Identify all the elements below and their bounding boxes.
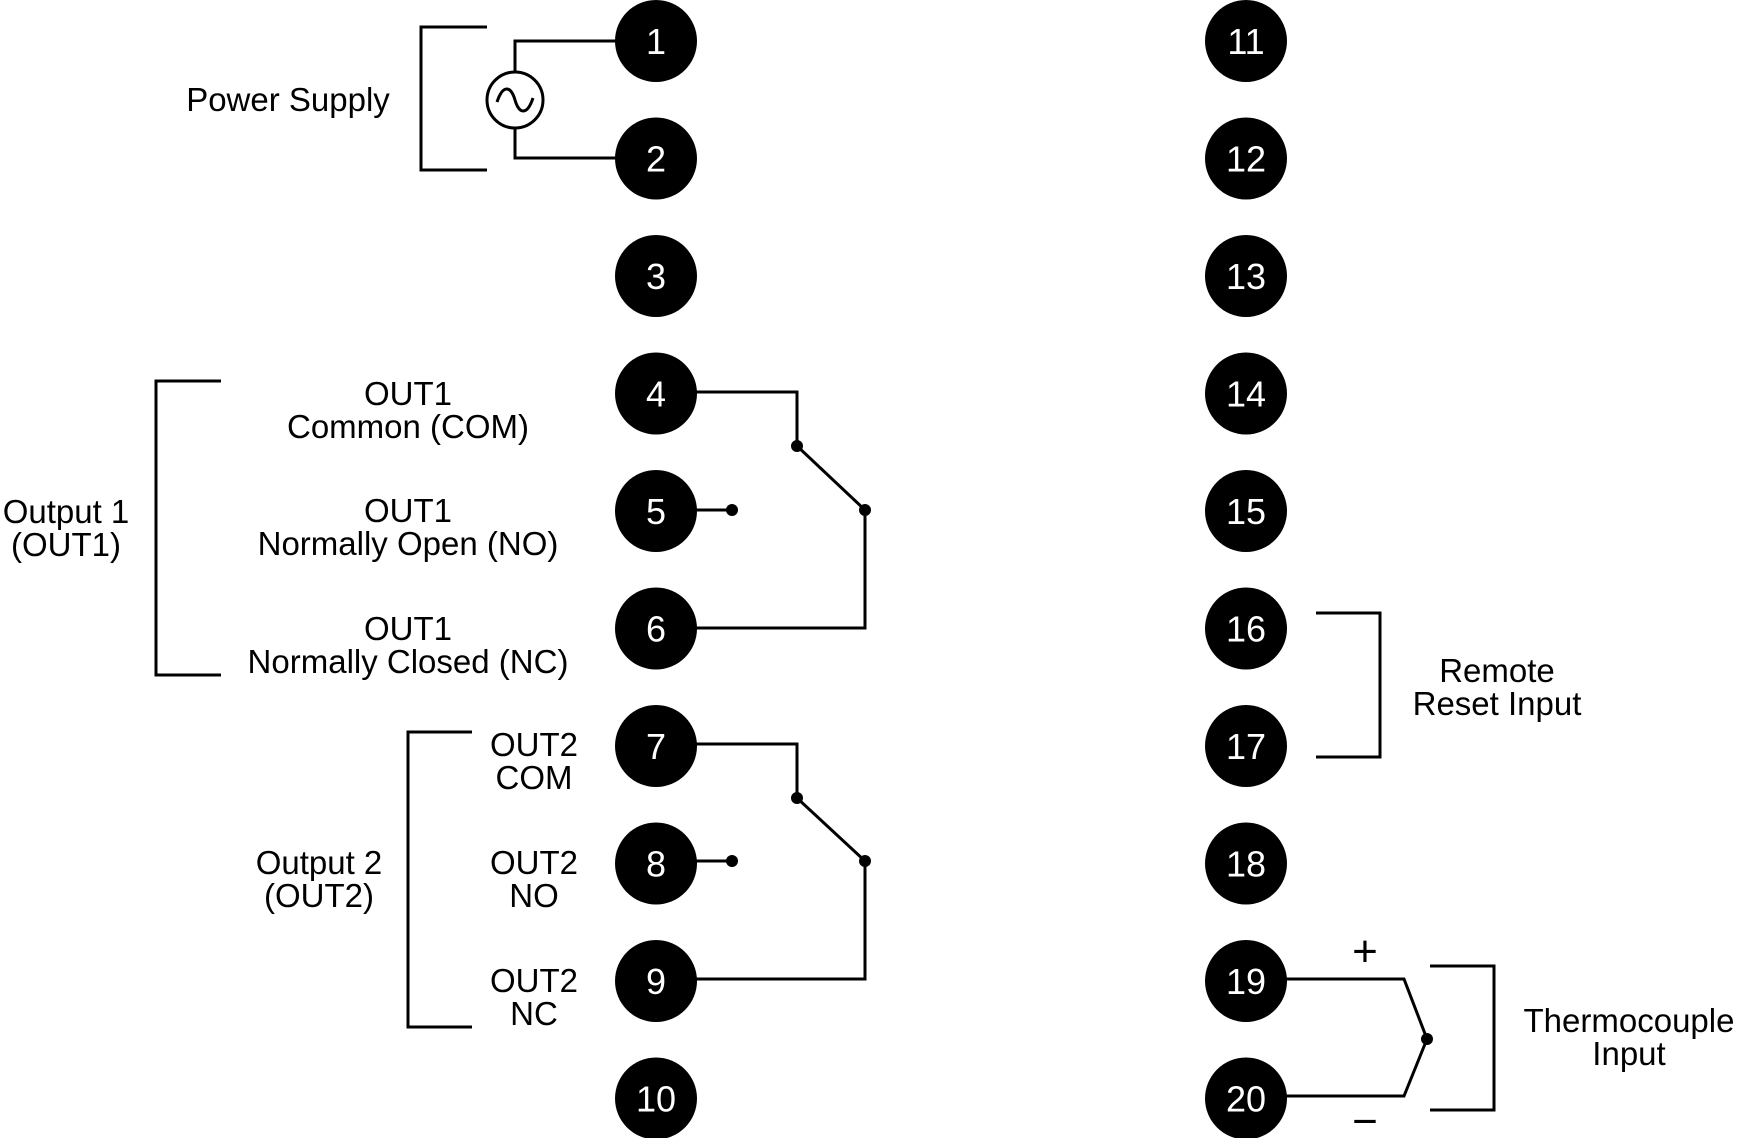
ac-source-icon bbox=[485, 70, 545, 130]
terminal-circle bbox=[1205, 0, 1287, 82]
terminal-number: 3 bbox=[646, 256, 666, 297]
power-supply-label: Power Supply bbox=[186, 81, 390, 118]
out2-com-label-line2: COM bbox=[496, 759, 573, 796]
terminal-number: 18 bbox=[1226, 844, 1266, 885]
terminal-circle bbox=[615, 117, 697, 200]
terminal-1: 1 bbox=[615, 0, 697, 82]
terminal-17: 17 bbox=[1205, 705, 1287, 787]
terminal-number: 14 bbox=[1226, 374, 1266, 415]
output2-bracket bbox=[406, 730, 472, 1029]
power-wire-2 bbox=[513, 128, 656, 160]
out1-no-label-line1: OUT1 bbox=[364, 492, 452, 529]
out1-no-label-line2: Normally Open (NO) bbox=[258, 525, 559, 562]
terminal-circle bbox=[615, 0, 697, 82]
terminal-19: 19 bbox=[1205, 940, 1287, 1022]
terminal-13: 13 bbox=[1205, 235, 1287, 317]
output1-label-line2: (OUT1) bbox=[11, 526, 121, 563]
terminal-circle bbox=[1205, 1057, 1287, 1138]
power-wire-1 bbox=[513, 39, 656, 72]
terminal-circle bbox=[1205, 352, 1287, 435]
terminal-9: 9 bbox=[615, 940, 697, 1022]
terminal-circle bbox=[1205, 117, 1287, 200]
terminal-number: 17 bbox=[1226, 726, 1266, 767]
terminal-circle bbox=[615, 235, 697, 317]
terminal-11: 11 bbox=[1205, 0, 1287, 82]
terminal-circle bbox=[615, 470, 697, 552]
terminal-number: 13 bbox=[1226, 256, 1266, 297]
out1-nc-label-line2: Normally Closed (NC) bbox=[248, 643, 569, 680]
output2-label-line1: Output 2 bbox=[256, 844, 383, 881]
thermocouple-group: + − Thermocouple Input bbox=[1246, 927, 1734, 1138]
thermocouple-label-line2: Input bbox=[1592, 1035, 1665, 1072]
terminal-number: 5 bbox=[646, 491, 666, 532]
terminal-circle bbox=[615, 1057, 697, 1138]
out1-com-label-line2: Common (COM) bbox=[287, 408, 529, 445]
terminal-circle bbox=[1205, 235, 1287, 317]
terminal-16: 16 bbox=[1205, 587, 1287, 670]
out1-com-label-line1: OUT1 bbox=[364, 375, 452, 412]
thermocouple-plus-sign: + bbox=[1352, 927, 1378, 976]
terminal-number: 1 bbox=[646, 21, 666, 62]
terminal-7: 7 bbox=[615, 705, 697, 787]
out2-no-label-line1: OUT2 bbox=[490, 844, 578, 881]
terminal-number: 16 bbox=[1226, 609, 1266, 650]
output2-label-line2: (OUT2) bbox=[264, 877, 374, 914]
terminal-circle bbox=[615, 822, 697, 905]
terminal-circle bbox=[615, 352, 697, 435]
out2-nc-label-line2: NC bbox=[510, 995, 558, 1032]
terminal-number: 20 bbox=[1226, 1079, 1266, 1120]
terminal-12: 12 bbox=[1205, 117, 1287, 200]
terminal-circle bbox=[615, 705, 697, 787]
remote-reset-group: Remote Reset Input bbox=[1316, 611, 1582, 759]
output1-bracket bbox=[154, 379, 221, 677]
thermocouple-label-line1: Thermocouple bbox=[1524, 1002, 1735, 1039]
output2-group: Output 2 (OUT2) OUT2 COM OUT2 NO OUT2 NC bbox=[256, 726, 871, 1032]
out2-nc-label-line1: OUT2 bbox=[490, 962, 578, 999]
terminal-circle bbox=[1205, 940, 1287, 1022]
terminal-3: 3 bbox=[615, 235, 697, 317]
thermocouple-junction bbox=[1421, 1033, 1433, 1045]
terminal-8: 8 bbox=[615, 822, 697, 905]
out2-no-label-line2: NO bbox=[509, 877, 559, 914]
terminal-14: 14 bbox=[1205, 352, 1287, 435]
terminal-number: 10 bbox=[636, 1079, 676, 1120]
terminal-circle bbox=[1205, 470, 1287, 552]
terminal-15: 15 bbox=[1205, 470, 1287, 552]
terminal-number: 9 bbox=[646, 961, 666, 1002]
terminal-number: 19 bbox=[1226, 961, 1266, 1002]
power-supply-group: Power Supply bbox=[186, 25, 656, 172]
output1-group: Output 1 (OUT1) OUT1 Common (COM) OUT1 N… bbox=[3, 375, 871, 680]
terminal-number: 2 bbox=[646, 139, 666, 180]
terminal-circle bbox=[615, 940, 697, 1022]
terminal-number: 7 bbox=[646, 726, 666, 767]
terminal-number: 4 bbox=[646, 374, 666, 415]
power-supply-bracket bbox=[419, 25, 487, 172]
terminal-18: 18 bbox=[1205, 822, 1287, 905]
terminal-20: 20 bbox=[1205, 1057, 1287, 1138]
terminal-number: 8 bbox=[646, 844, 666, 885]
thermocouple-bracket bbox=[1430, 964, 1496, 1112]
terminal-circle bbox=[1205, 587, 1287, 670]
terminal-circle bbox=[1205, 705, 1287, 787]
remote-reset-bracket bbox=[1316, 611, 1382, 759]
thermocouple-minus-sign: − bbox=[1352, 1097, 1378, 1138]
terminal-number: 6 bbox=[646, 609, 666, 650]
terminal-5: 5 bbox=[615, 470, 697, 552]
terminal-circle bbox=[1205, 822, 1287, 905]
remote-reset-label-line2: Reset Input bbox=[1413, 685, 1582, 722]
remote-reset-label-line1: Remote bbox=[1439, 652, 1555, 689]
out1-nc-label-line1: OUT1 bbox=[364, 610, 452, 647]
terminal-circle bbox=[615, 587, 697, 670]
out2-com-label-line1: OUT2 bbox=[490, 726, 578, 763]
output1-label-line1: Output 1 bbox=[3, 493, 130, 530]
terminal-number: 12 bbox=[1226, 139, 1266, 180]
terminal-number: 15 bbox=[1226, 491, 1266, 532]
terminal-number: 11 bbox=[1227, 21, 1264, 62]
terminal-10: 10 bbox=[615, 1057, 697, 1138]
terminal-2: 2 bbox=[615, 117, 697, 200]
terminal-4: 4 bbox=[615, 352, 697, 435]
terminal-6: 6 bbox=[615, 587, 697, 670]
